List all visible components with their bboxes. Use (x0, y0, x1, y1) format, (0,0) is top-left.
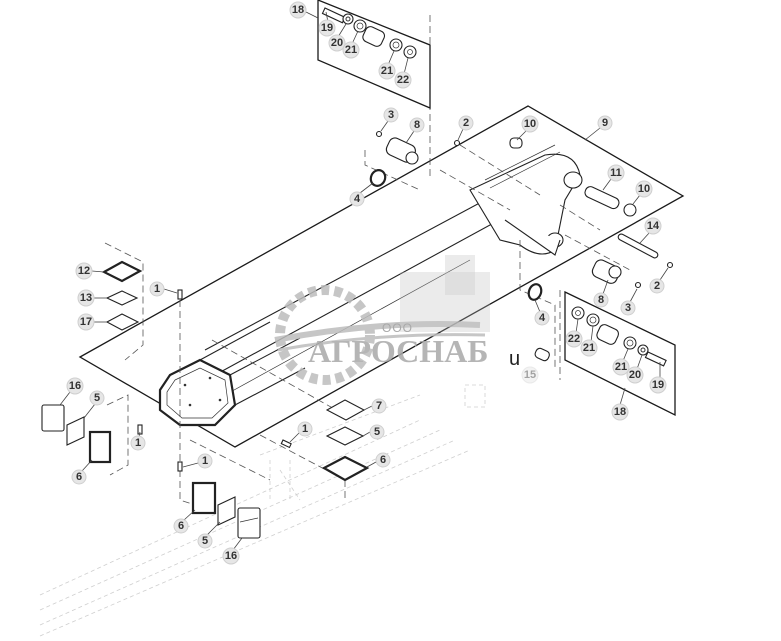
callout-22[interactable]: 22 (565, 330, 583, 348)
assembly-guide-lines (104, 15, 631, 511)
callout-14[interactable]: 14 (644, 217, 662, 235)
callout-1[interactable]: 1 (130, 435, 146, 451)
callout-5[interactable]: 5 (89, 390, 105, 406)
callout-20[interactable]: 20 (328, 34, 346, 52)
svg-text:22: 22 (568, 333, 580, 345)
callout-21[interactable]: 21 (580, 339, 598, 357)
ghost-boom-outline (39, 384, 486, 637)
svg-text:18: 18 (292, 4, 304, 16)
callout-10[interactable]: 10 (521, 115, 539, 133)
svg-text:16: 16 (225, 550, 237, 562)
svg-text:2: 2 (654, 280, 660, 292)
callout-22[interactable]: 22 (394, 71, 412, 89)
callout-3[interactable]: 3 (620, 300, 636, 316)
svg-text:21: 21 (345, 44, 357, 56)
callout-8[interactable]: 8 (593, 292, 609, 308)
pin-kit-panel-right (564, 290, 676, 417)
svg-text:10: 10 (638, 183, 650, 195)
callout-4[interactable]: 4 (349, 191, 365, 207)
svg-text:21: 21 (615, 361, 627, 373)
boom-body (204, 144, 583, 396)
callout-21[interactable]: 21 (612, 358, 630, 376)
svg-text:10: 10 (524, 118, 536, 130)
svg-text:14: 14 (647, 220, 660, 232)
callout-20[interactable]: 20 (626, 366, 644, 384)
svg-text:5: 5 (374, 426, 380, 438)
svg-text:7: 7 (376, 400, 382, 412)
callout-12[interactable]: 12 (75, 262, 93, 280)
callout-6[interactable]: 6 (71, 469, 87, 485)
callout-19[interactable]: 19 (318, 19, 336, 37)
callout-4[interactable]: 4 (534, 310, 550, 326)
callout-5[interactable]: 5 (197, 533, 213, 549)
callout-1[interactable]: 1 (197, 453, 213, 469)
callout-3[interactable]: 3 (383, 107, 399, 123)
callout-21[interactable]: 21 (378, 62, 396, 80)
svg-text:3: 3 (625, 302, 631, 314)
callout-11[interactable]: 11 (607, 164, 625, 182)
svg-text:5: 5 (94, 392, 100, 404)
stray-text: u (509, 348, 521, 370)
svg-text:1: 1 (154, 283, 160, 295)
callout-5[interactable]: 5 (369, 424, 385, 440)
callout-1[interactable]: 1 (149, 281, 165, 297)
svg-text:2: 2 (463, 117, 469, 129)
svg-text:5: 5 (202, 535, 208, 547)
callout-1[interactable]: 1 (297, 421, 313, 437)
boom-tube-end (158, 321, 306, 427)
callout-18[interactable]: 18 (289, 1, 307, 19)
svg-text:13: 13 (80, 292, 92, 304)
svg-text:18: 18 (614, 406, 626, 418)
callout-8[interactable]: 8 (409, 117, 425, 133)
svg-text:6: 6 (380, 454, 386, 466)
agrosnab-watermark: ООО АГРОСНАБ (274, 255, 490, 385)
svg-text:4: 4 (354, 193, 361, 205)
svg-text:6: 6 (178, 520, 184, 532)
callout-6[interactable]: 6 (375, 452, 391, 468)
callout-13[interactable]: 13 (77, 289, 95, 307)
callout-16[interactable]: 16 (66, 377, 84, 395)
svg-text:1: 1 (202, 455, 208, 467)
callout-17[interactable]: 17 (77, 313, 95, 331)
svg-text:8: 8 (598, 294, 604, 306)
svg-text:9: 9 (602, 117, 608, 129)
callout-6[interactable]: 6 (173, 518, 189, 534)
parts (41, 130, 674, 539)
svg-text:15: 15 (524, 369, 536, 381)
svg-text:22: 22 (397, 74, 409, 86)
svg-text:17: 17 (80, 316, 92, 328)
callout-7[interactable]: 7 (371, 398, 387, 414)
svg-text:19: 19 (652, 379, 664, 391)
watermark-company-name: АГРОСНАБ (308, 333, 488, 369)
callouts: 18 19 20 21 21 22 3 8 2 4 10 9 11 10 14 … (66, 1, 667, 565)
callout-18[interactable]: 18 (611, 403, 629, 421)
callout-15[interactable]: 15 (521, 366, 539, 384)
callout-16[interactable]: 16 (222, 547, 240, 565)
callout-9[interactable]: 9 (597, 115, 613, 131)
callout-19[interactable]: 19 (649, 376, 667, 394)
svg-text:3: 3 (388, 109, 394, 121)
svg-text:16: 16 (69, 380, 81, 392)
svg-text:1: 1 (135, 437, 141, 449)
callout-21[interactable]: 21 (342, 41, 360, 59)
svg-text:8: 8 (414, 119, 420, 131)
svg-text:20: 20 (331, 37, 343, 49)
svg-text:4: 4 (539, 312, 546, 324)
svg-text:20: 20 (629, 369, 641, 381)
svg-text:6: 6 (76, 471, 82, 483)
svg-text:1: 1 (302, 423, 308, 435)
svg-text:21: 21 (583, 342, 595, 354)
callout-10[interactable]: 10 (635, 180, 653, 198)
watermark-prefix: ООО (382, 321, 413, 335)
callout-2[interactable]: 2 (458, 115, 474, 131)
svg-text:12: 12 (78, 265, 90, 277)
svg-text:11: 11 (610, 167, 622, 179)
svg-text:21: 21 (381, 65, 393, 77)
callout-2[interactable]: 2 (649, 278, 665, 294)
pin-kit-panel-top (317, 0, 431, 109)
svg-text:19: 19 (321, 22, 333, 34)
